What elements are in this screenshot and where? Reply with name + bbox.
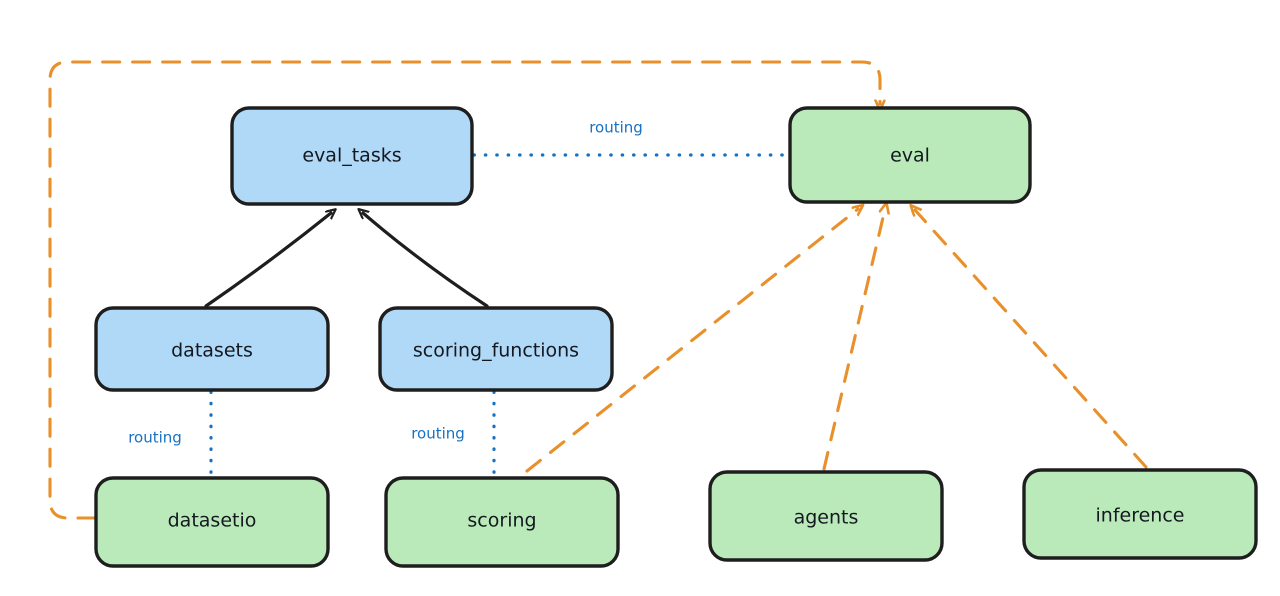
node-datasetio-label: datasetio (168, 510, 257, 532)
node-agents-label: agents (794, 507, 859, 529)
node-scoring[interactable]: scoring (384, 476, 620, 568)
node-datasets[interactable]: datasets (94, 306, 330, 392)
node-inference-shape (1022, 468, 1258, 560)
edge-datasetio-to-eval (48, 60, 880, 520)
node-datasetio-shape (94, 476, 330, 568)
node-inference[interactable]: inference (1022, 468, 1258, 560)
edge-label-routing-eval-tasks: routing (589, 119, 643, 137)
node-eval-tasks-label: eval_tasks (302, 145, 401, 167)
node-datasets-shape (94, 306, 330, 392)
edge-datasets-to-eval-tasks (204, 213, 331, 308)
edge-label-routing-datasets: routing (128, 429, 182, 447)
node-eval-label: eval (890, 145, 930, 167)
edge-scoring-functions-to-eval-tasks (363, 213, 489, 308)
node-eval-shape (788, 106, 1032, 204)
node-eval-tasks-shape (230, 106, 474, 206)
node-scoring-shape (384, 476, 620, 568)
edge-label-routing-scoring-functions: routing (411, 425, 465, 443)
edge-inference-to-eval (915, 210, 1148, 469)
node-agents-shape (708, 470, 944, 562)
node-scoring-label: scoring (467, 510, 536, 532)
edge-agents-to-eval (822, 209, 885, 471)
node-datasetio[interactable]: datasetio (94, 476, 330, 568)
node-scoring-functions-shape (378, 306, 614, 392)
node-scoring-functions[interactable]: scoring_functions (378, 306, 614, 392)
node-agents[interactable]: agents (708, 470, 944, 562)
node-eval[interactable]: eval (788, 106, 1032, 204)
edge-scoring-to-eval (525, 209, 858, 473)
node-scoring-functions-label: scoring_functions (413, 340, 579, 362)
node-inference-label: inference (1096, 505, 1185, 527)
node-eval-tasks[interactable]: eval_tasks (230, 106, 474, 206)
node-datasets-label: datasets (171, 340, 253, 362)
